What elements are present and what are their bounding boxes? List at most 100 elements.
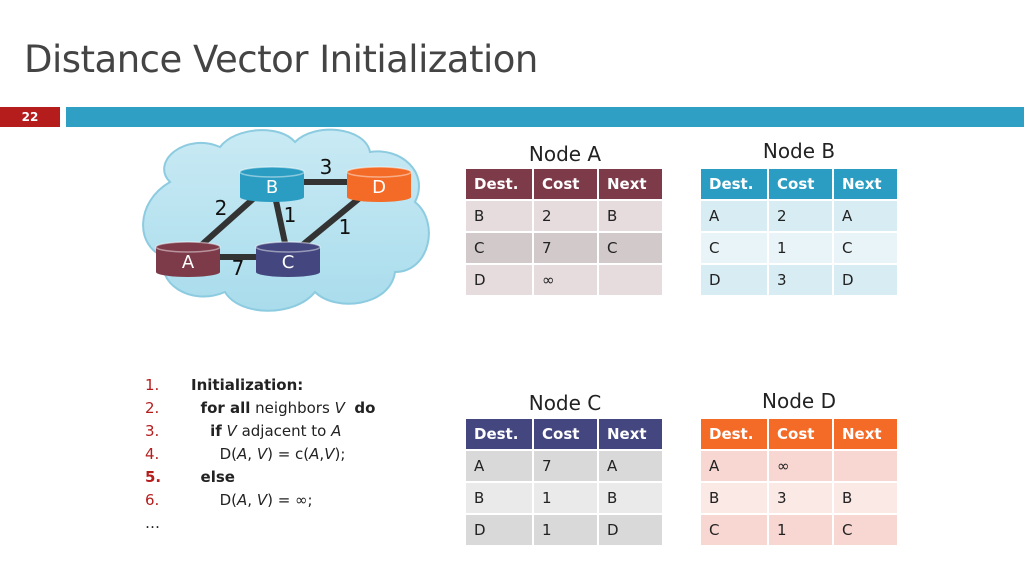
- node-label: C: [282, 252, 295, 273]
- code-line-text: else: [200, 468, 235, 486]
- table-row: A ∞: [701, 451, 897, 483]
- node-a: A: [155, 241, 221, 277]
- table-row: A 7 A: [466, 451, 662, 483]
- code-line-number: 1.: [145, 376, 160, 394]
- cell-dest: D: [701, 265, 769, 297]
- node-label: D: [372, 177, 386, 198]
- node-label: A: [182, 252, 195, 273]
- header-cost: Cost: [534, 169, 599, 201]
- header-cost: Cost: [534, 419, 599, 451]
- header-cost: Cost: [769, 169, 834, 201]
- code-line-number: 3.: [145, 422, 160, 440]
- node-c: C: [255, 241, 321, 277]
- table-row: D ∞: [466, 265, 662, 297]
- header-dest: Dest.: [466, 169, 534, 201]
- cell-next: B: [599, 201, 662, 233]
- table-header-row: Dest. Cost Next: [701, 169, 897, 201]
- node-b: B: [239, 166, 305, 202]
- table-row: D 3 D: [701, 265, 897, 297]
- cell-cost: 7: [534, 233, 599, 265]
- code-line-number: 6.: [145, 491, 160, 509]
- header-next: Next: [599, 419, 662, 451]
- cell-next: B: [834, 483, 897, 515]
- cell-dest: B: [466, 201, 534, 233]
- cell-dest: C: [466, 233, 534, 265]
- node-c-table: Dest. Cost Next A 7 A B 1 B D 1 D: [466, 419, 662, 547]
- table-row: C 1 C: [701, 515, 897, 547]
- cell-dest: B: [466, 483, 534, 515]
- cell-cost: 2: [769, 201, 834, 233]
- header-cost: Cost: [769, 419, 834, 451]
- cell-dest: C: [701, 233, 769, 265]
- edge-cost-label: 2: [215, 196, 228, 220]
- cell-next: [599, 265, 662, 297]
- table-header-row: Dest. Cost Next: [466, 169, 662, 201]
- cell-next: B: [599, 483, 662, 515]
- cell-cost: 1: [769, 515, 834, 547]
- code-line-text: D(A, V) = ∞;: [191, 491, 313, 509]
- cell-cost: 3: [769, 483, 834, 515]
- cell-next: D: [599, 515, 662, 547]
- code-line-number: 2.: [145, 399, 160, 417]
- table-header-row: Dest. Cost Next: [466, 419, 662, 451]
- cell-next: A: [599, 451, 662, 483]
- cell-next: [834, 451, 897, 483]
- table-header-row: Dest. Cost Next: [701, 419, 897, 451]
- slide-title: Distance Vector Initialization: [24, 38, 538, 81]
- node-d-title: Node D: [762, 389, 836, 413]
- cell-cost: 2: [534, 201, 599, 233]
- cell-next: C: [834, 233, 897, 265]
- node-label: B: [266, 177, 278, 198]
- code-line-text: if V adjacent to A: [210, 422, 342, 440]
- table-row: A 2 A: [701, 201, 897, 233]
- code-line-text: D(A, V) = c(A,V);: [191, 445, 346, 463]
- cell-cost: 1: [534, 515, 599, 547]
- cell-dest: D: [466, 515, 534, 547]
- cell-dest: C: [701, 515, 769, 547]
- code-line-number: …: [145, 514, 160, 532]
- header-bar: [66, 107, 1024, 127]
- table-row: B 2 B: [466, 201, 662, 233]
- header-dest: Dest.: [701, 419, 769, 451]
- cell-cost: 7: [534, 451, 599, 483]
- table-row: D 1 D: [466, 515, 662, 547]
- code-line-text: for all neighbors V do: [200, 399, 376, 417]
- cell-next: C: [834, 515, 897, 547]
- cell-dest: A: [701, 201, 769, 233]
- table-row: C 7 C: [466, 233, 662, 265]
- code-line-number: 4.: [145, 445, 160, 463]
- cell-cost: 1: [769, 233, 834, 265]
- header-next: Next: [599, 169, 662, 201]
- cell-next: C: [599, 233, 662, 265]
- node-a-table: Dest. Cost Next B 2 B C 7 C D ∞: [466, 169, 662, 297]
- header-next: Next: [834, 169, 897, 201]
- cell-cost: 3: [769, 265, 834, 297]
- slide-number: 22: [0, 107, 60, 127]
- edge-cost-label: 1: [339, 215, 352, 239]
- cell-dest: A: [466, 451, 534, 483]
- code-line-number: 5.: [145, 468, 162, 486]
- header-next: Next: [834, 419, 897, 451]
- cell-dest: B: [701, 483, 769, 515]
- cell-next: A: [834, 201, 897, 233]
- cell-cost: 1: [534, 483, 599, 515]
- header-dest: Dest.: [466, 419, 534, 451]
- cell-next: D: [834, 265, 897, 297]
- cell-cost: ∞: [769, 451, 834, 483]
- edge-cost-label: 1: [284, 203, 297, 227]
- header-dest: Dest.: [701, 169, 769, 201]
- node-c-title: Node C: [528, 391, 602, 415]
- node-b-table: Dest. Cost Next A 2 A C 1 C D 3 D: [701, 169, 897, 297]
- code-line-text: Initialization:: [191, 376, 304, 394]
- edge-cost-label: 7: [232, 256, 245, 280]
- cell-dest: A: [701, 451, 769, 483]
- table-row: B 1 B: [466, 483, 662, 515]
- node-b-title: Node B: [762, 139, 836, 163]
- node-d-table: Dest. Cost Next A ∞ B 3 B C 1 C: [701, 419, 897, 547]
- table-row: C 1 C: [701, 233, 897, 265]
- node-a-title: Node A: [528, 142, 602, 166]
- cell-cost: ∞: [534, 265, 599, 297]
- node-d: D: [346, 166, 412, 202]
- cell-dest: D: [466, 265, 534, 297]
